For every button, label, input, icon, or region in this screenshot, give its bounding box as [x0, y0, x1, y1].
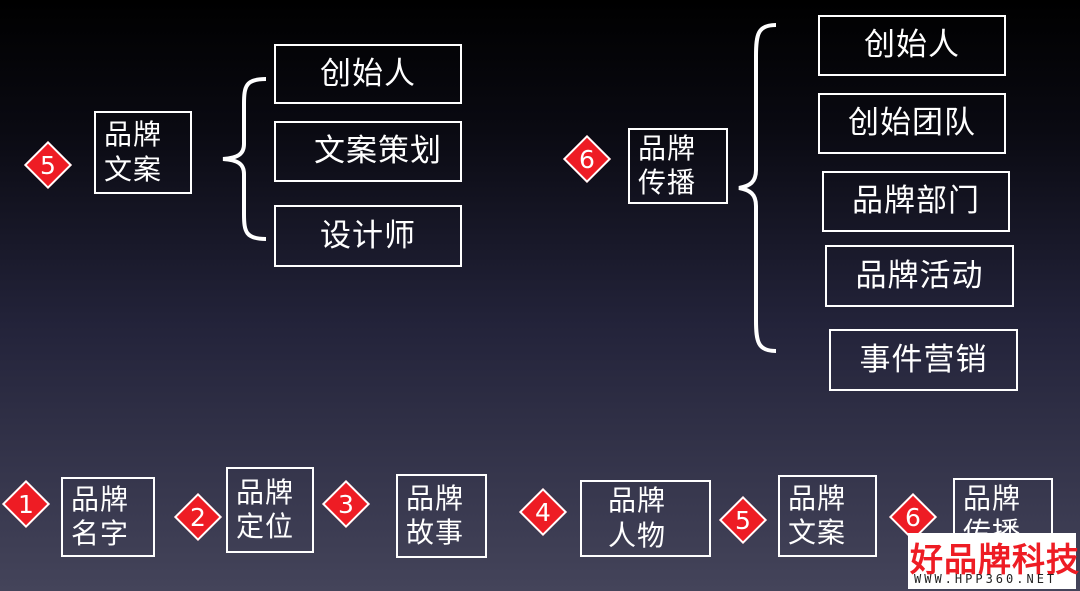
leaf-founder-2: 创始人 [818, 15, 1006, 76]
root-node-brand-copy: 品牌 文案 [94, 111, 192, 194]
step-box-3: 品牌 故事 [396, 474, 487, 558]
leaf-brand-activity: 品牌活动 [825, 245, 1014, 307]
leaf-founder: 创始人 [274, 44, 462, 104]
step-number-5: 5 [735, 505, 751, 535]
step-box-1: 品牌 名字 [61, 477, 155, 557]
left-brace-6 [738, 23, 777, 353]
step-box-5: 品牌 文案 [778, 475, 877, 557]
left-brace-5 [222, 77, 267, 241]
step-number-1: 1 [18, 489, 34, 519]
leaf-brand-department: 品牌部门 [822, 171, 1010, 232]
leaf-founding-team: 创始团队 [818, 93, 1006, 154]
leaf-event-marketing: 事件营销 [829, 329, 1018, 391]
step-number-6: 6 [905, 502, 921, 532]
step-box-4: 品牌 人物 [580, 480, 711, 557]
watermark-logo: 好品牌科技网 WWW.HPP360.NET [908, 533, 1080, 589]
leaf-designer: 设计师 [274, 205, 462, 267]
root-node-brand-spread: 品牌 传播 [628, 128, 728, 204]
step-number-3: 3 [338, 489, 354, 519]
leaf-copy-planning: 文案策划 [274, 121, 462, 182]
number-label-5: 5 [40, 150, 56, 180]
number-label-6: 6 [579, 144, 595, 174]
watermark-url: WWW.HPP360.NET [914, 572, 1058, 586]
step-box-2: 品牌 定位 [226, 467, 314, 553]
step-number-4: 4 [535, 497, 551, 527]
watermark-name: 好品牌科技网 [910, 540, 1080, 579]
step-number-2: 2 [190, 502, 206, 532]
